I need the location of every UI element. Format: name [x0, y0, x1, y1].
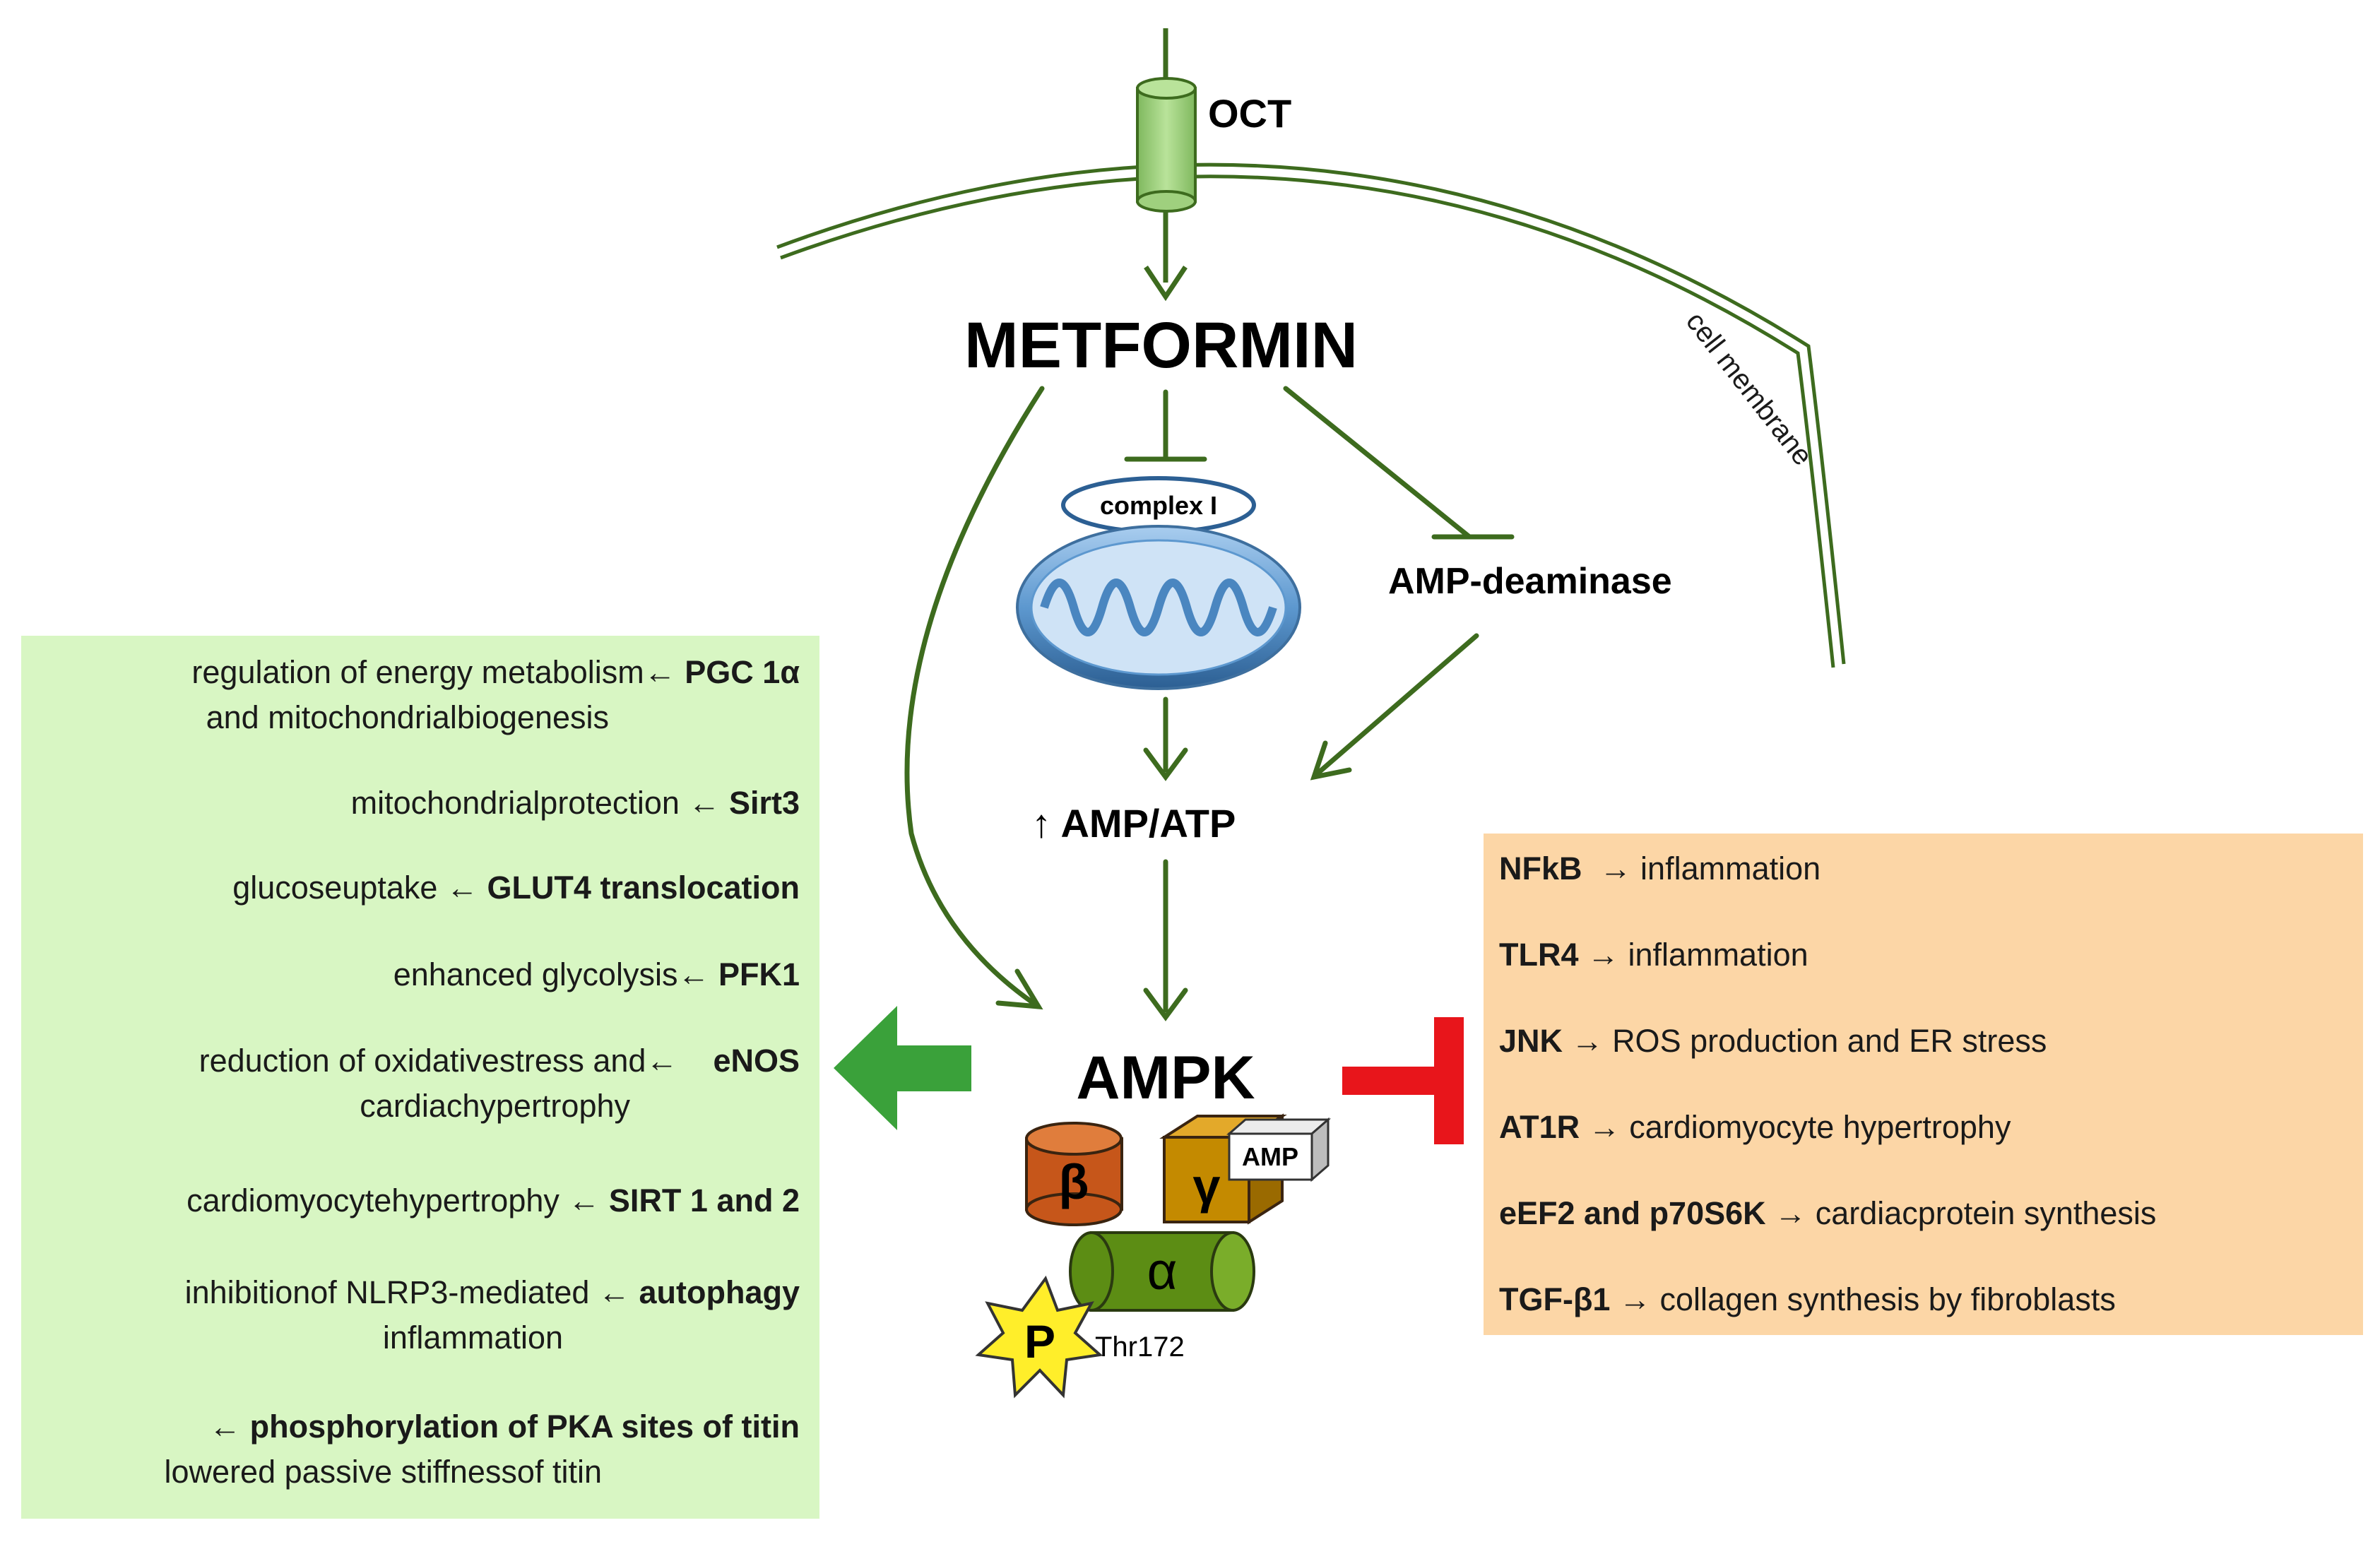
arrow-left-icon: ← [646, 1043, 678, 1079]
effect-source: NFkB [1499, 850, 1582, 886]
effect-target: PGC 1α [685, 654, 800, 690]
arrow-right-icon: → [1588, 1109, 1621, 1145]
effect-source: TLR4 [1499, 937, 1579, 973]
effect-text: ROS production and ER stress [1612, 1023, 2047, 1059]
effect-text: inhibitionof NLRP3-mediated [184, 1274, 590, 1310]
arrow-left-icon: ← [568, 1182, 600, 1218]
effect-subtext: lowered passive stiffnessof titin [164, 1454, 602, 1490]
effect-subtext: cardiachypertrophy [360, 1088, 630, 1124]
arrow-right-icon: → [1587, 937, 1620, 973]
arrow-left-icon: ← [209, 1408, 242, 1445]
effect-target: SIRT 1 and 2 [608, 1182, 800, 1218]
activation-arrow [834, 1006, 971, 1130]
effect-text: cardiomyocytehypertrophy [187, 1182, 560, 1218]
left-effect-6: inhibitionof NLRP3-mediated ← autophagy … [185, 1270, 800, 1360]
left-effect-2: glucoseuptake ← GLUT4 translocation [232, 865, 800, 911]
effect-text: cardiomyocyte hypertrophy [1629, 1109, 2011, 1145]
right-effect-4: eEF2 and p70S6K → cardiacprotein synthes… [1499, 1192, 2156, 1235]
effect-text: glucoseuptake [232, 870, 438, 906]
right-effect-2: JNK → ROS production and ER stress [1499, 1020, 2047, 1062]
effect-source: AT1R [1499, 1109, 1580, 1145]
effect-target: eNOS [713, 1043, 800, 1079]
left-effect-7: ← phosphorylation of PKA sites of titin … [165, 1404, 800, 1495]
arrow-left-icon: ← [688, 785, 721, 821]
right-effect-1: TLR4 → inflammation [1499, 934, 1808, 976]
effect-text: regulation of energy metabolism [191, 654, 644, 690]
oct-label: OCT [1208, 91, 1291, 136]
effect-text: mitochondrialprotection [350, 785, 680, 821]
arrow-right-icon: → [1599, 850, 1632, 886]
arrow-right-icon: → [1571, 1023, 1604, 1059]
effect-text: collagen synthesis by fibroblasts [1659, 1281, 2116, 1317]
complex-i-label: complex I [1100, 491, 1217, 520]
arrow-left-icon: ← [644, 654, 676, 690]
effect-text: cardiacprotein synthesis [1815, 1195, 2157, 1231]
left-effect-3: enhanced glycolysis← PFK1 [393, 952, 800, 997]
arrow-right-icon: → [1775, 1195, 1807, 1231]
pathway-arrows [904, 386, 1515, 1021]
arrow-left-icon: ← [677, 956, 710, 992]
left-effect-4: reduction of oxidativestress and← eNOS c… [199, 1038, 800, 1129]
effect-text: reduction of oxidativestress and [199, 1043, 646, 1079]
effect-text: inflammation [1640, 850, 1821, 886]
amp-atp-label: ↑ AMP/ATP [1031, 801, 1236, 846]
right-effect-3: AT1R → cardiomyocyte hypertrophy [1499, 1106, 2011, 1149]
activated-effects-panel: regulation of energy metabolism← PGC 1α … [21, 636, 819, 1519]
mitochondrion-image [1016, 525, 1301, 690]
left-effect-5: cardiomyocytehypertrophy ← SIRT 1 and 2 [187, 1178, 800, 1223]
ampk-complex [975, 1113, 1332, 1399]
beta-subunit-label: β [1059, 1154, 1089, 1209]
cell-membrane-label: cell membrane [1680, 306, 1818, 471]
effect-text: inflammation [1628, 937, 1808, 973]
arrow-right-icon: → [1618, 1281, 1651, 1317]
amp-label: AMP [1242, 1142, 1298, 1171]
right-effect-0: NFkB → inflammation [1499, 848, 1820, 890]
effect-target: phosphorylation of PKA sites of titin [249, 1408, 800, 1445]
inhibited-effects-panel: NFkB → inflammation TLR4 → inflammation … [1484, 834, 2363, 1335]
effect-source: TGF-β1 [1499, 1281, 1611, 1317]
gamma-subunit-label: γ [1193, 1158, 1221, 1214]
effect-target: autophagy [639, 1274, 800, 1310]
left-effect-0: regulation of energy metabolism← PGC 1α … [191, 650, 800, 740]
effect-subtext: inflammation [382, 1319, 563, 1356]
effect-subtext: and mitochondrialbiogenesis [206, 699, 609, 735]
ampk-label: AMPK [1076, 1044, 1255, 1112]
amp-deaminase-label: AMP-deaminase [1388, 561, 1672, 602]
effect-target: PFK1 [718, 956, 800, 992]
thr172-label: Thr172 [1095, 1332, 1185, 1363]
arrow-left-icon: ← [446, 870, 478, 906]
cell-membrane [776, 162, 1846, 668]
effect-source: JNK [1499, 1023, 1563, 1059]
inhibition-bar [1342, 1017, 1464, 1144]
effect-source: eEF2 and p70S6K [1499, 1195, 1766, 1231]
effect-target: GLUT4 translocation [487, 870, 800, 906]
phosphate-label: P [1024, 1315, 1055, 1368]
arrow-left-icon: ← [598, 1274, 630, 1310]
right-effect-5: TGF-β1 → collagen synthesis by fibroblas… [1499, 1279, 2116, 1321]
metformin-label: METFORMIN [964, 309, 1358, 381]
alpha-subunit-label: α [1147, 1242, 1178, 1300]
effect-target: Sirt3 [728, 785, 800, 821]
left-effect-1: mitochondrialprotection ← Sirt3 [351, 781, 800, 826]
effect-text: enhanced glycolysis [393, 956, 678, 992]
oct-transporter [1136, 28, 1197, 302]
